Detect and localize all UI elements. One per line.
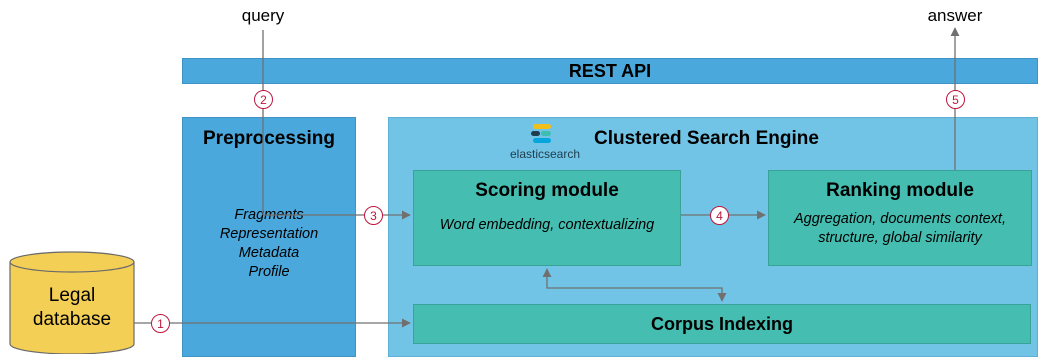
step-marker-1: 1 [151, 314, 170, 333]
search-engine-title: Clustered Search Engine [594, 128, 819, 149]
preprocessing-item-representation: Representation [219, 226, 319, 242]
ranking-desc-line1: Aggregation, documents context, [794, 211, 1006, 227]
legal-database-line1: Legal [48, 285, 96, 306]
scoring-module-desc: Word embedding, contextualizing [439, 217, 655, 233]
scoring-module-title: Scoring module [475, 180, 619, 201]
legal-database-line2: database [32, 309, 112, 330]
rest-api-bar: REST API [182, 58, 1038, 84]
corpus-indexing-box: Corpus Indexing [413, 304, 1031, 344]
preprocessing-items: Fragments Representation Metadata Profil… [183, 206, 355, 282]
elasticsearch-icon [531, 124, 551, 143]
ranking-module-desc: Aggregation, documents context, structur… [769, 210, 1031, 248]
rest-api-label: REST API [568, 60, 652, 81]
preprocessing-title: Preprocessing [203, 128, 335, 149]
step-marker-2: 2 [254, 90, 273, 109]
arrow-scoring-indexing [542, 268, 727, 302]
ranking-module-box: Ranking module Aggregation, documents co… [768, 170, 1032, 266]
legal-database-cylinder [9, 251, 135, 354]
answer-label: answer [927, 6, 983, 25]
step-marker-4: 4 [710, 206, 729, 225]
ranking-desc-line2: structure, global similarity [818, 230, 982, 246]
step-marker-5: 5 [946, 90, 965, 109]
legal-database-label: Legal database [10, 284, 134, 332]
query-label: query [241, 6, 285, 25]
elasticsearch-logo: elasticsearch [500, 121, 590, 165]
scoring-module-box: Scoring module Word embedding, contextua… [413, 170, 681, 266]
step-marker-3: 3 [364, 206, 383, 225]
corpus-indexing-label: Corpus Indexing [650, 313, 793, 334]
preprocessing-box: Preprocessing Fragments Representation M… [182, 117, 356, 357]
ranking-module-title: Ranking module [826, 180, 974, 201]
preprocessing-item-metadata: Metadata [238, 245, 300, 261]
elasticsearch-logo-text: elasticsearch [509, 147, 581, 161]
preprocessing-item-profile: Profile [248, 264, 290, 280]
